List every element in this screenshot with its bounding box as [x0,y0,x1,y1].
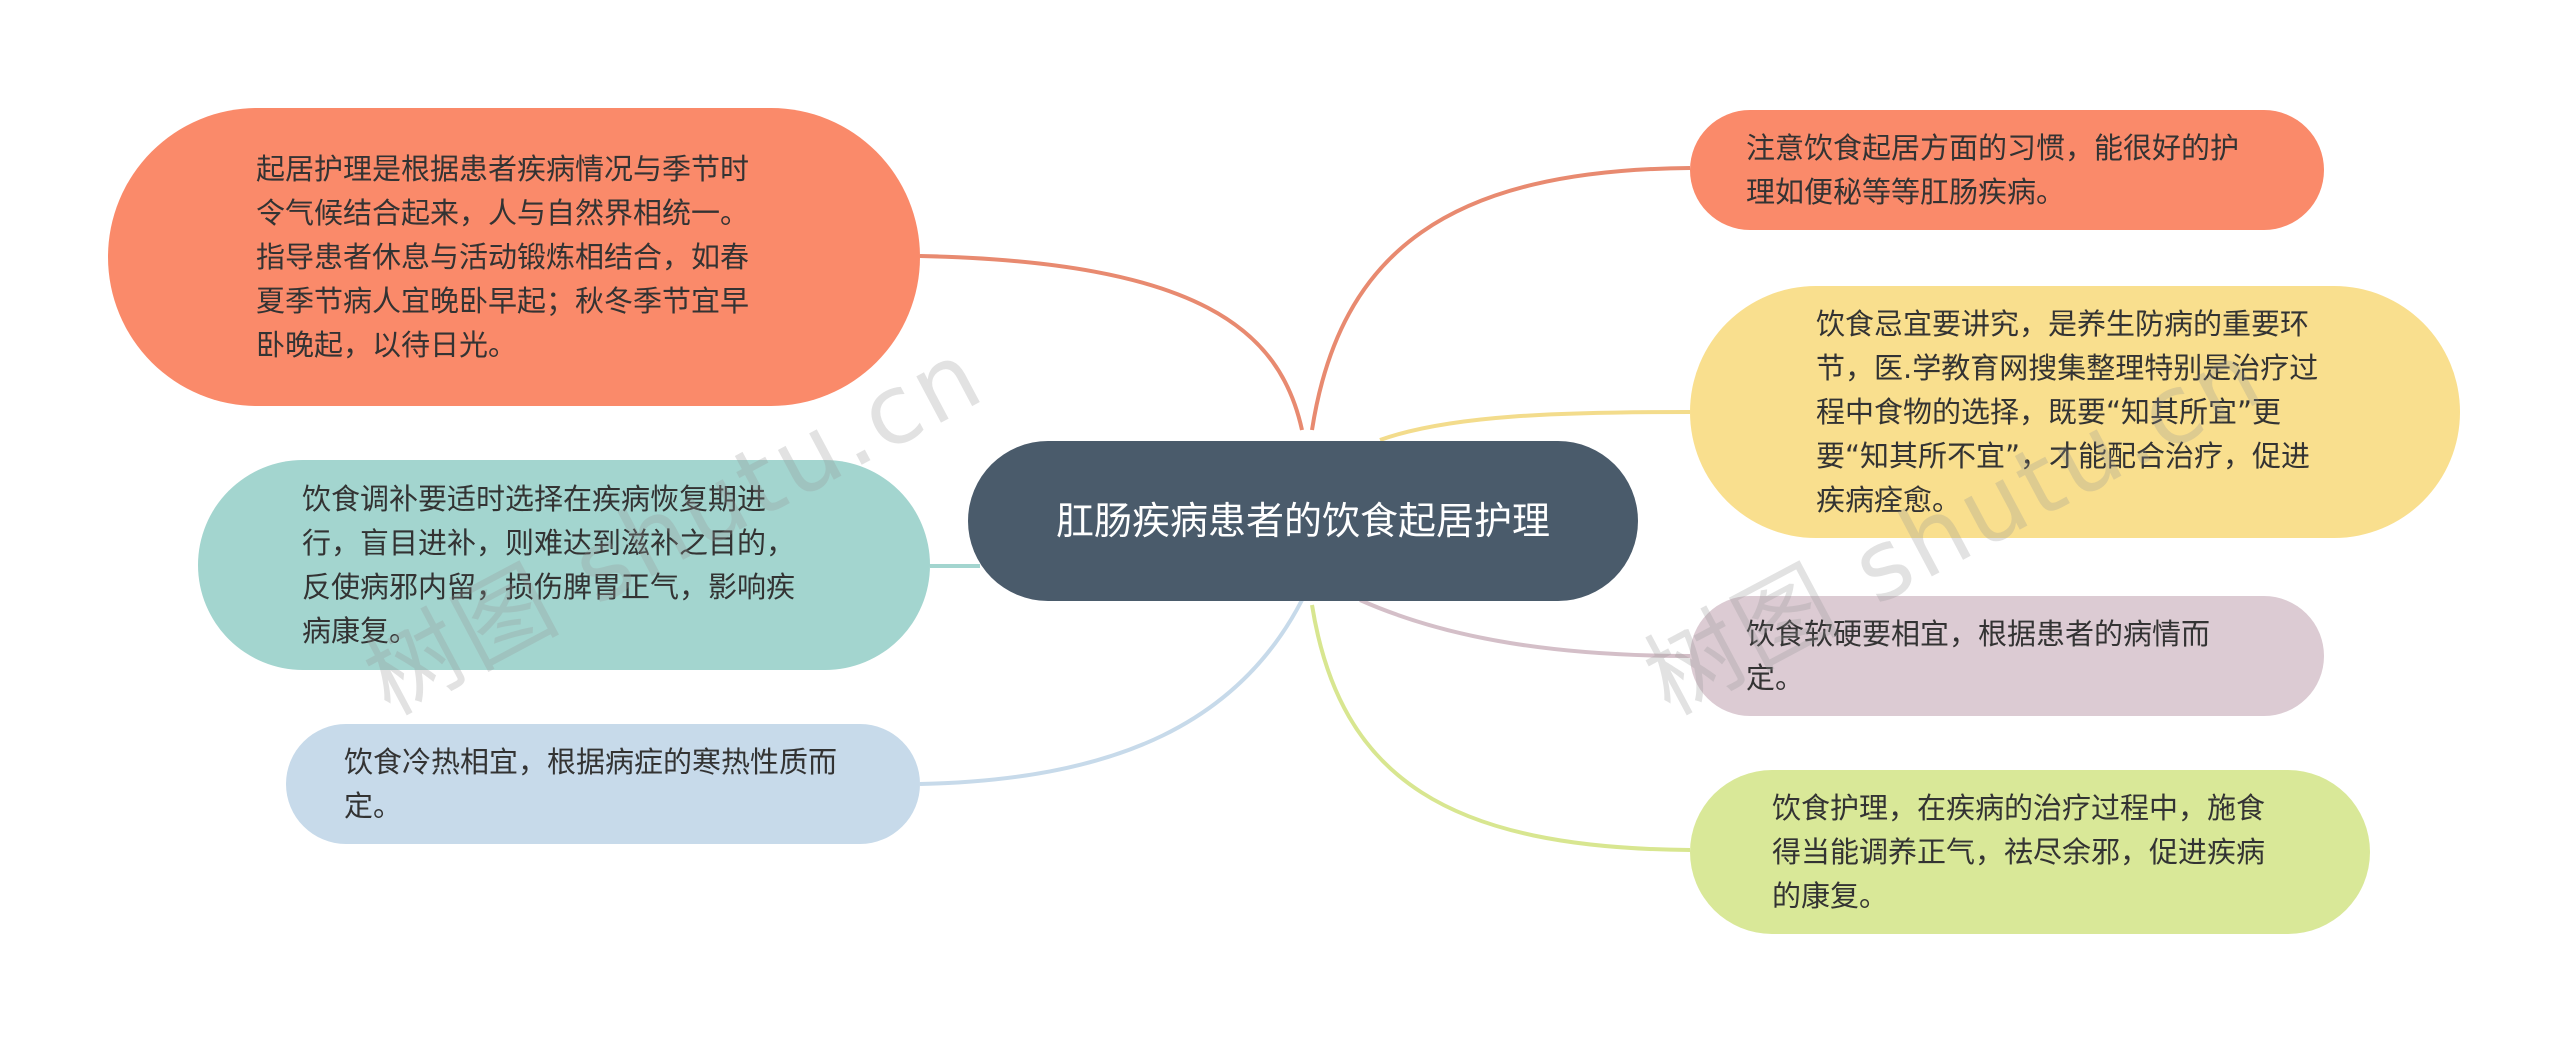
central-topic-label: 肛肠疾病患者的饮食起居护理 [1055,499,1550,543]
topic-diet-texture-label: 饮食软硬要相宜，根据患者的病情而定。 [1746,617,2211,695]
topic-diet-dos-donts[interactable]: 饮食忌宜要讲究，是养生防病的重要环节，医.学教育网搜集整理特别是治疗过程中食物的… [1690,286,2460,538]
topic-diet-temperature[interactable]: 饮食冷热相宜，根据病症的寒热性质而定。 [286,724,920,844]
connector-b7 [1310,604,1691,852]
topic-diet-temperature-label: 饮食冷热相宜，根据病症的寒热性质而定。 [344,745,838,823]
topic-diet-habits[interactable]: 注意饮食起居方面的习惯，能很好的护理如便秘等等肛肠疾病。 [1690,110,2324,230]
connector-b3 [919,599,1304,786]
central-topic[interactable]: 肛肠疾病患者的饮食起居护理 [968,441,1638,601]
topic-diet-supplement[interactable]: 饮食调补要适时选择在疾病恢复期进行，盲目进补，则难达到滋补之目的，反使病邪内留，… [198,460,930,670]
topic-diet-habits-label: 注意饮食起居方面的习惯，能很好的护理如便秘等等肛肠疾病。 [1746,131,2240,209]
topic-diet-supplement-label: 饮食调补要适时选择在疾病恢复期进行，盲目进补，则难达到滋补之目的，反使病邪内留，… [302,482,796,648]
topic-diet-dos-donts-label: 饮食忌宜要讲究，是养生防病的重要环节，医.学教育网搜集整理特别是治疗过程中食物的… [1816,307,2319,517]
topic-bedtime-care-label: 起居护理是根据患者疾病情况与季节时令气候结合起来，人与自然界相统一。指导患者休息… [256,152,750,362]
topic-diet-texture[interactable]: 饮食软硬要相宜，根据患者的病情而定。 [1690,596,2324,716]
connector-b4 [1310,166,1691,431]
connector-b1 [919,254,1304,431]
topic-diet-nursing[interactable]: 饮食护理，在疾病的治疗过程中，施食得当能调养正气，祛尽余邪，促进疾病的康复。 [1690,770,2370,934]
topic-diet-nursing-label: 饮食护理，在疾病的治疗过程中，施食得当能调养正气，祛尽余邪，促进疾病的康复。 [1772,791,2266,913]
connector-b6 [1359,598,1691,658]
connector-b5 [1379,410,1691,442]
topic-bedtime-care[interactable]: 起居护理是根据患者疾病情况与季节时令气候结合起来，人与自然界相统一。指导患者休息… [108,108,920,406]
